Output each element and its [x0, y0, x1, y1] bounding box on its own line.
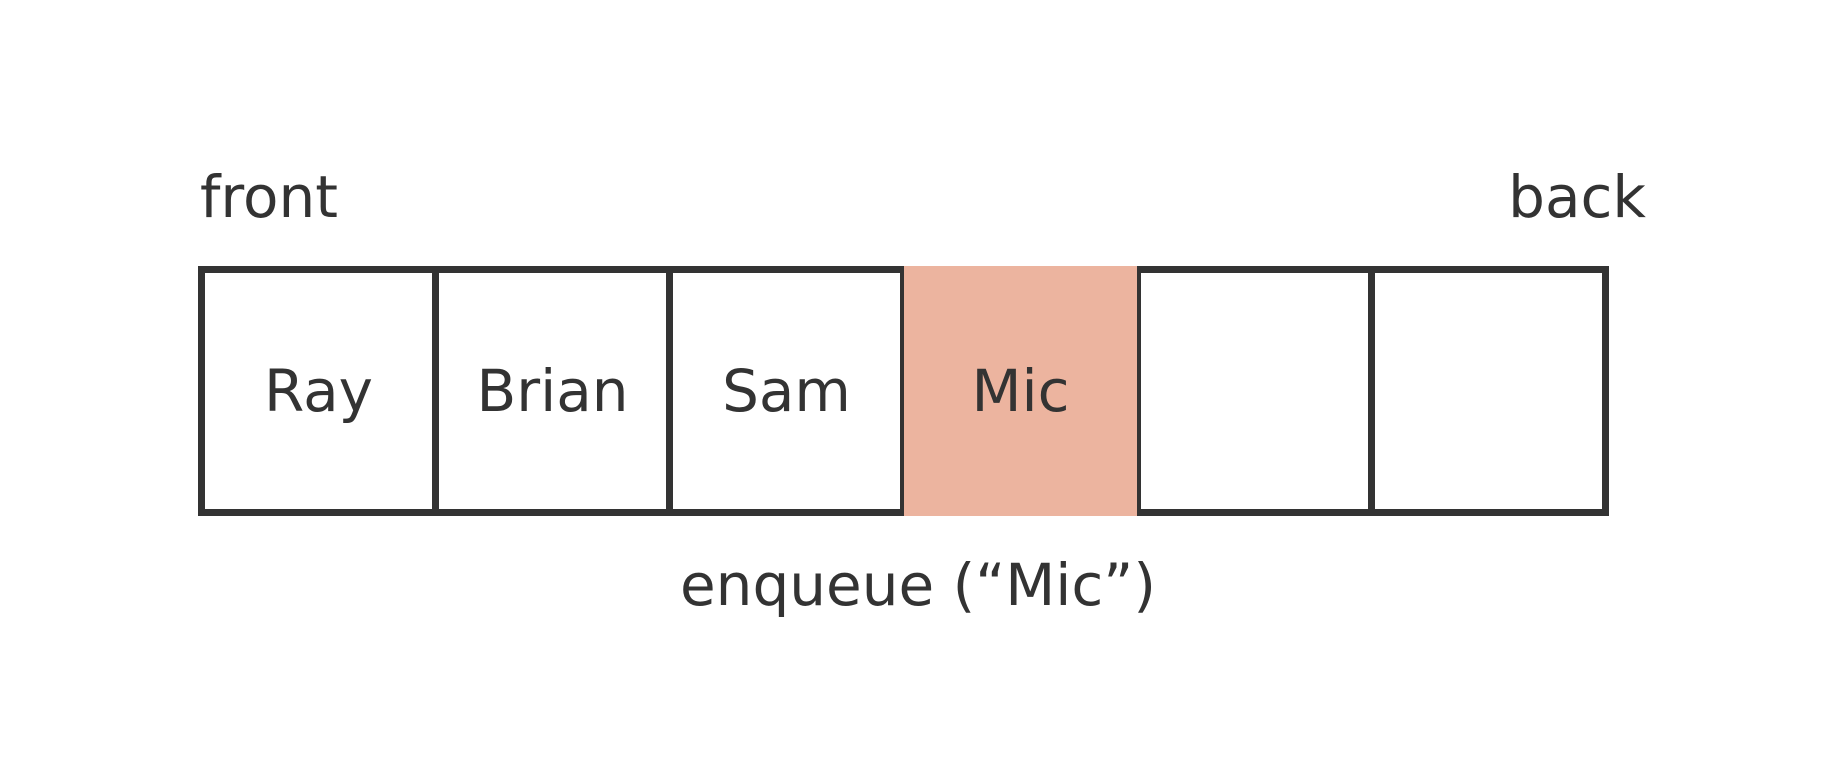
queue-cell-enqueued: Mic — [904, 266, 1137, 516]
queue-cell: Ray — [198, 266, 439, 516]
queue-cell-value: Ray — [264, 357, 373, 425]
back-label: back — [1508, 163, 1646, 231]
queue-cell-empty — [1368, 266, 1609, 516]
queue-array: Ray Brian Sam Mic — [198, 266, 1646, 516]
front-label: front — [200, 163, 338, 231]
queue-cell-value: Mic — [971, 357, 1070, 425]
queue-cell: Sam — [666, 266, 907, 516]
queue-cell-empty — [1134, 266, 1375, 516]
operation-caption: enqueue (“Mic”) — [680, 551, 1156, 619]
queue-cell: Brian — [432, 266, 673, 516]
queue-cell-value: Brian — [476, 357, 629, 425]
queue-cell-value: Sam — [722, 357, 851, 425]
